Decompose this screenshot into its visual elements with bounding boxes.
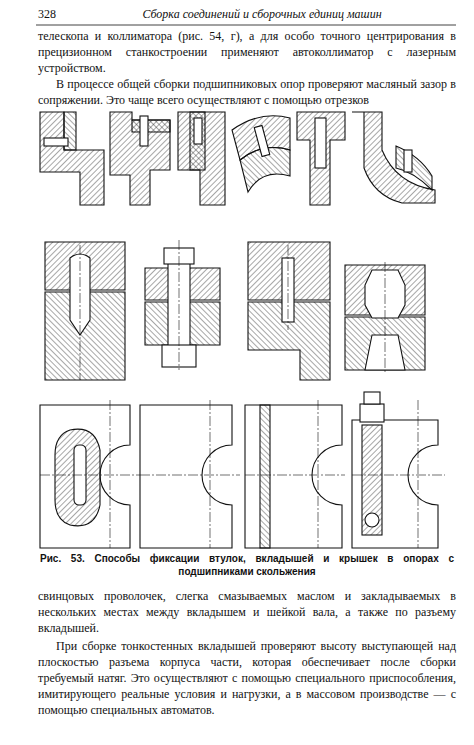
figure-caption: Рис. 53. Способы фиксации втулок, вклады… <box>40 552 454 578</box>
body-paragraph: В процессе общей сборки подшипниковых оп… <box>38 76 456 108</box>
section-view <box>44 138 68 146</box>
section-view <box>40 112 104 205</box>
section-view <box>132 120 170 132</box>
center-line <box>179 240 180 370</box>
section-view <box>352 112 435 203</box>
section-view <box>297 112 345 205</box>
header-rule <box>36 25 456 26</box>
center-line <box>40 475 140 476</box>
center-line <box>110 400 111 548</box>
section-view <box>360 404 384 422</box>
section-view <box>352 420 438 548</box>
section-view <box>40 405 130 548</box>
section-view <box>190 112 205 170</box>
section-view <box>194 118 202 144</box>
section-view <box>362 425 382 535</box>
section-view <box>140 116 148 146</box>
section-view <box>254 125 269 156</box>
section-view <box>245 405 342 548</box>
center-line <box>40 240 445 548</box>
center-line <box>140 475 240 476</box>
section-view <box>315 118 326 168</box>
center-line <box>318 400 319 548</box>
center-line <box>80 245 81 380</box>
body-paragraph: свинцовых проволочек, слегка смазываемых… <box>38 588 456 636</box>
section-view <box>110 112 170 205</box>
section-view <box>364 392 380 404</box>
section-view <box>365 513 379 527</box>
header-rule <box>36 25 456 26</box>
body-paragraph: телескопа и коллиматора (рис. 54, г), а … <box>38 28 456 76</box>
center-line <box>352 475 445 476</box>
section-view <box>40 112 438 548</box>
center-line <box>288 245 289 330</box>
page-number: 328 <box>38 6 68 22</box>
center-line <box>418 400 419 548</box>
body-paragraph: При сборке тонкостенных вкладышей провер… <box>38 638 456 718</box>
section-view <box>396 146 432 190</box>
center-line <box>385 262 386 372</box>
running-header: Сборка соединений и сборочных единиц маш… <box>72 6 452 22</box>
center-line <box>245 475 345 476</box>
section-view <box>260 405 270 548</box>
section-view <box>178 112 225 205</box>
section-view <box>55 429 100 526</box>
center-line <box>210 400 211 548</box>
section-view <box>404 150 412 172</box>
section-view <box>140 405 232 548</box>
